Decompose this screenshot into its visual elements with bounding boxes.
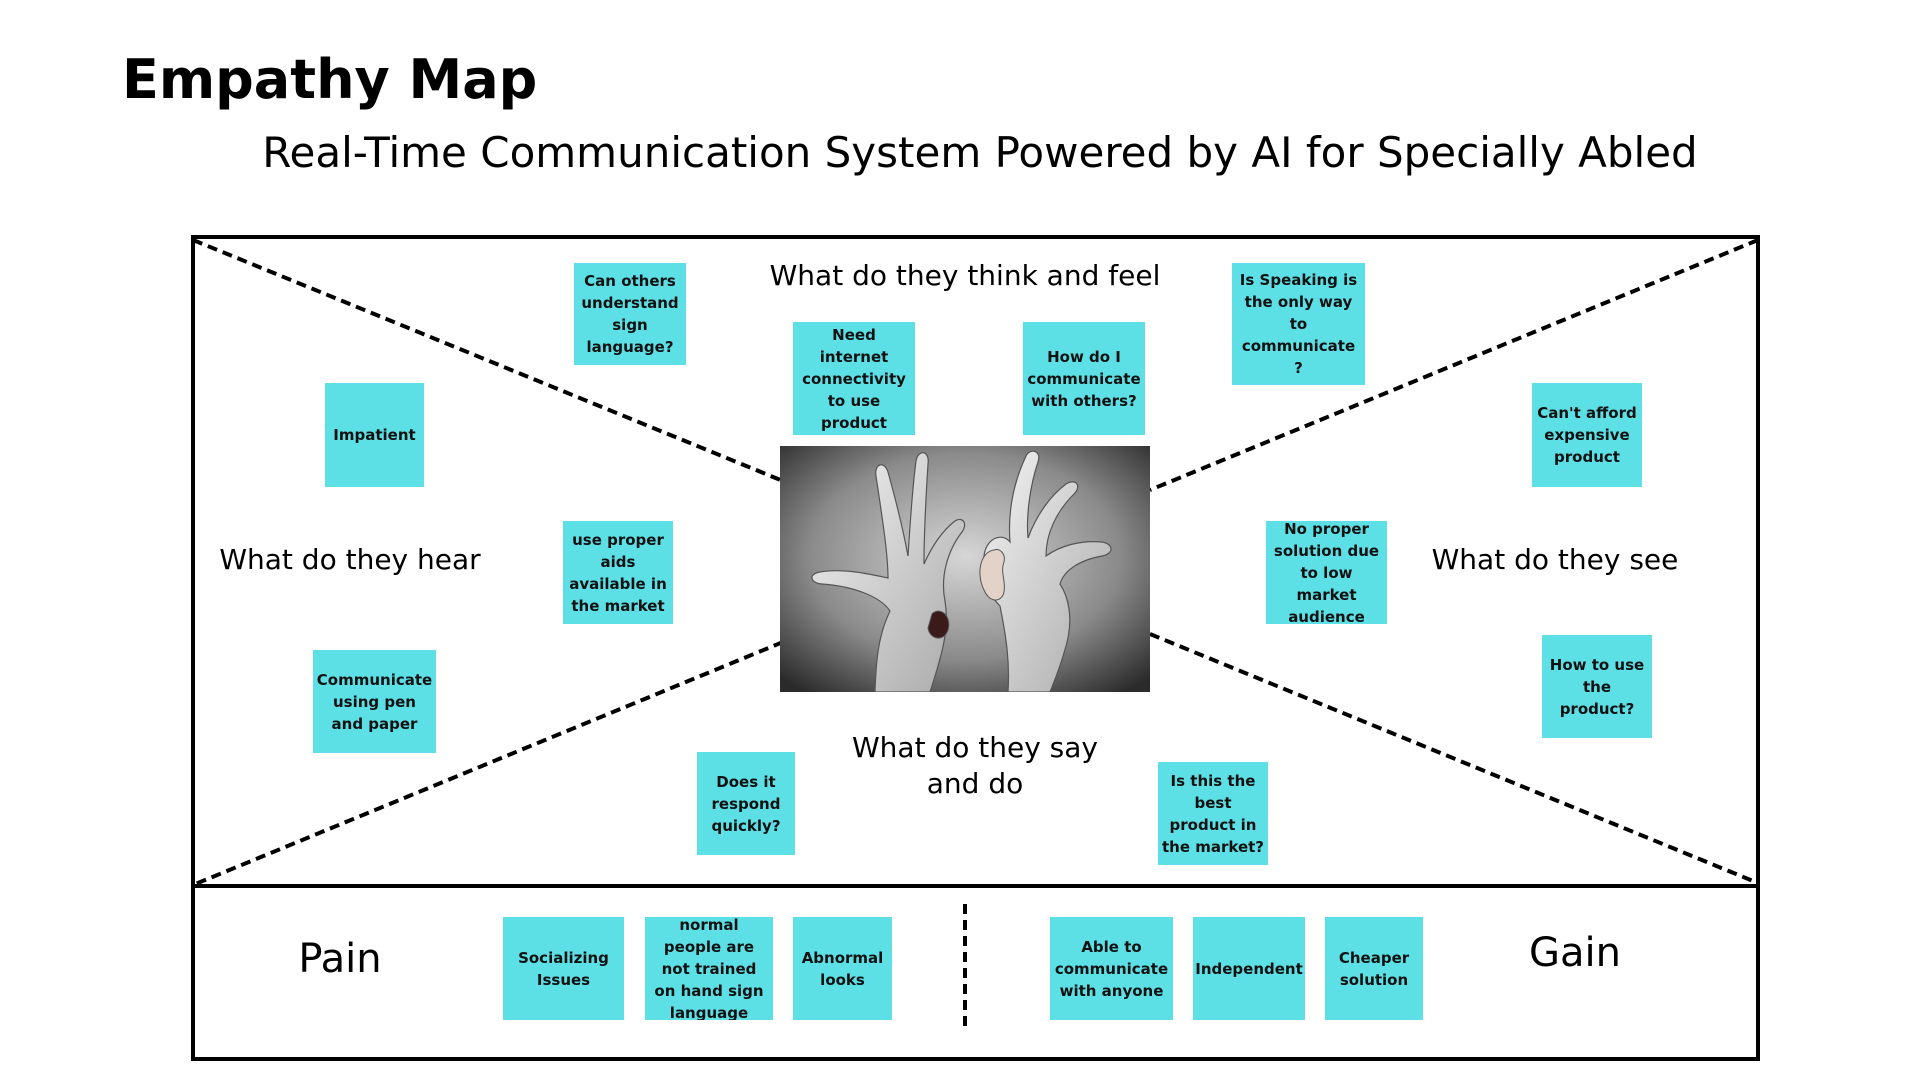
gain-note: Cheaper solution	[1325, 917, 1423, 1020]
left-hand-icon	[811, 452, 966, 692]
sticky-note: Is Speaking is the only way to communica…	[1232, 263, 1365, 385]
sticky-note-text: How do I communicate with others?	[1027, 347, 1141, 410]
sticky-note-text: How to use the product?	[1549, 655, 1645, 718]
page-subtitle: Real-Time Communication System Powered b…	[262, 128, 1698, 177]
sticky-note-text: Is this the best product in the market?	[1162, 771, 1265, 856]
sticky-note: Can others understand sign language?	[574, 263, 686, 365]
pain-note: normal people are not trained on hand si…	[645, 917, 773, 1020]
diagonal-bottom-right	[1149, 632, 1759, 885]
label-see: What do they see	[1431, 543, 1679, 576]
mouth-shape	[927, 610, 950, 639]
diagonal-bottom-left	[192, 640, 784, 887]
sticky-note-text: Need internet connectivity to use produc…	[802, 325, 906, 432]
diagonal-top-right	[1149, 238, 1759, 492]
sticky-note: How to use the product?	[1542, 635, 1652, 738]
gain-note: Able to communicate with anyone	[1050, 917, 1173, 1020]
sticky-note-text: Independent	[1195, 959, 1303, 978]
sticky-note: use proper aids available in the market	[563, 521, 673, 624]
sticky-note-text: use proper aids available in the market	[569, 530, 667, 615]
sticky-note: Communicate using pen and paper	[313, 650, 436, 753]
sticky-note: Is this the best product in the market?	[1158, 762, 1268, 865]
pain-note: Socializing Issues	[503, 917, 624, 1020]
label-hear: What do they hear	[219, 543, 481, 576]
sticky-note: Need internet connectivity to use produc…	[793, 322, 915, 435]
label-think-and-feel: What do they think and feel	[769, 259, 1161, 292]
sticky-note: How do I communicate with others?	[1023, 322, 1145, 435]
image-background	[780, 446, 1150, 692]
sticky-note: Can't afford expensive product	[1532, 383, 1642, 487]
pain-note: Abnormal looks	[793, 917, 892, 1020]
sticky-note-text: Can't afford expensive product	[1537, 404, 1637, 466]
sticky-note-text: Impatient	[333, 426, 416, 444]
sticky-note: Does it respond quickly?	[697, 752, 795, 855]
outer-border	[191, 235, 1760, 1061]
hands-communicating-image	[780, 446, 1150, 692]
sticky-note: No proper solution due to low market aud…	[1266, 521, 1387, 624]
sticky-note-text: Socializing Issues	[518, 948, 609, 989]
sticky-note-text: Is Speaking is the only way to communica…	[1239, 271, 1358, 377]
page-title: Empathy Map	[122, 48, 538, 111]
sticky-note-text: Abnormal looks	[801, 948, 884, 989]
ear-shape	[979, 549, 1005, 601]
sticky-note-text: No proper solution due to low market aud…	[1273, 521, 1380, 624]
gain-note: Independent	[1193, 917, 1305, 1020]
label-say-and-do: What do they say and do	[851, 731, 1098, 800]
right-hand-icon	[982, 450, 1112, 692]
sticky-note: Impatient	[325, 383, 424, 487]
gain-label: Gain	[1529, 930, 1621, 976]
sticky-note-text: normal people are not trained on hand si…	[654, 917, 764, 1020]
sticky-note-text: Can others understand sign language?	[581, 272, 679, 356]
sticky-note-text: Cheaper solution	[1338, 948, 1410, 989]
diagonal-top-left	[192, 238, 784, 483]
sticky-note-text: Does it respond quickly?	[711, 772, 781, 835]
sticky-note-text: Able to communicate with anyone	[1054, 937, 1169, 1000]
sticky-note-text: Communicate using pen and paper	[316, 670, 433, 733]
pain-label: Pain	[298, 936, 382, 982]
